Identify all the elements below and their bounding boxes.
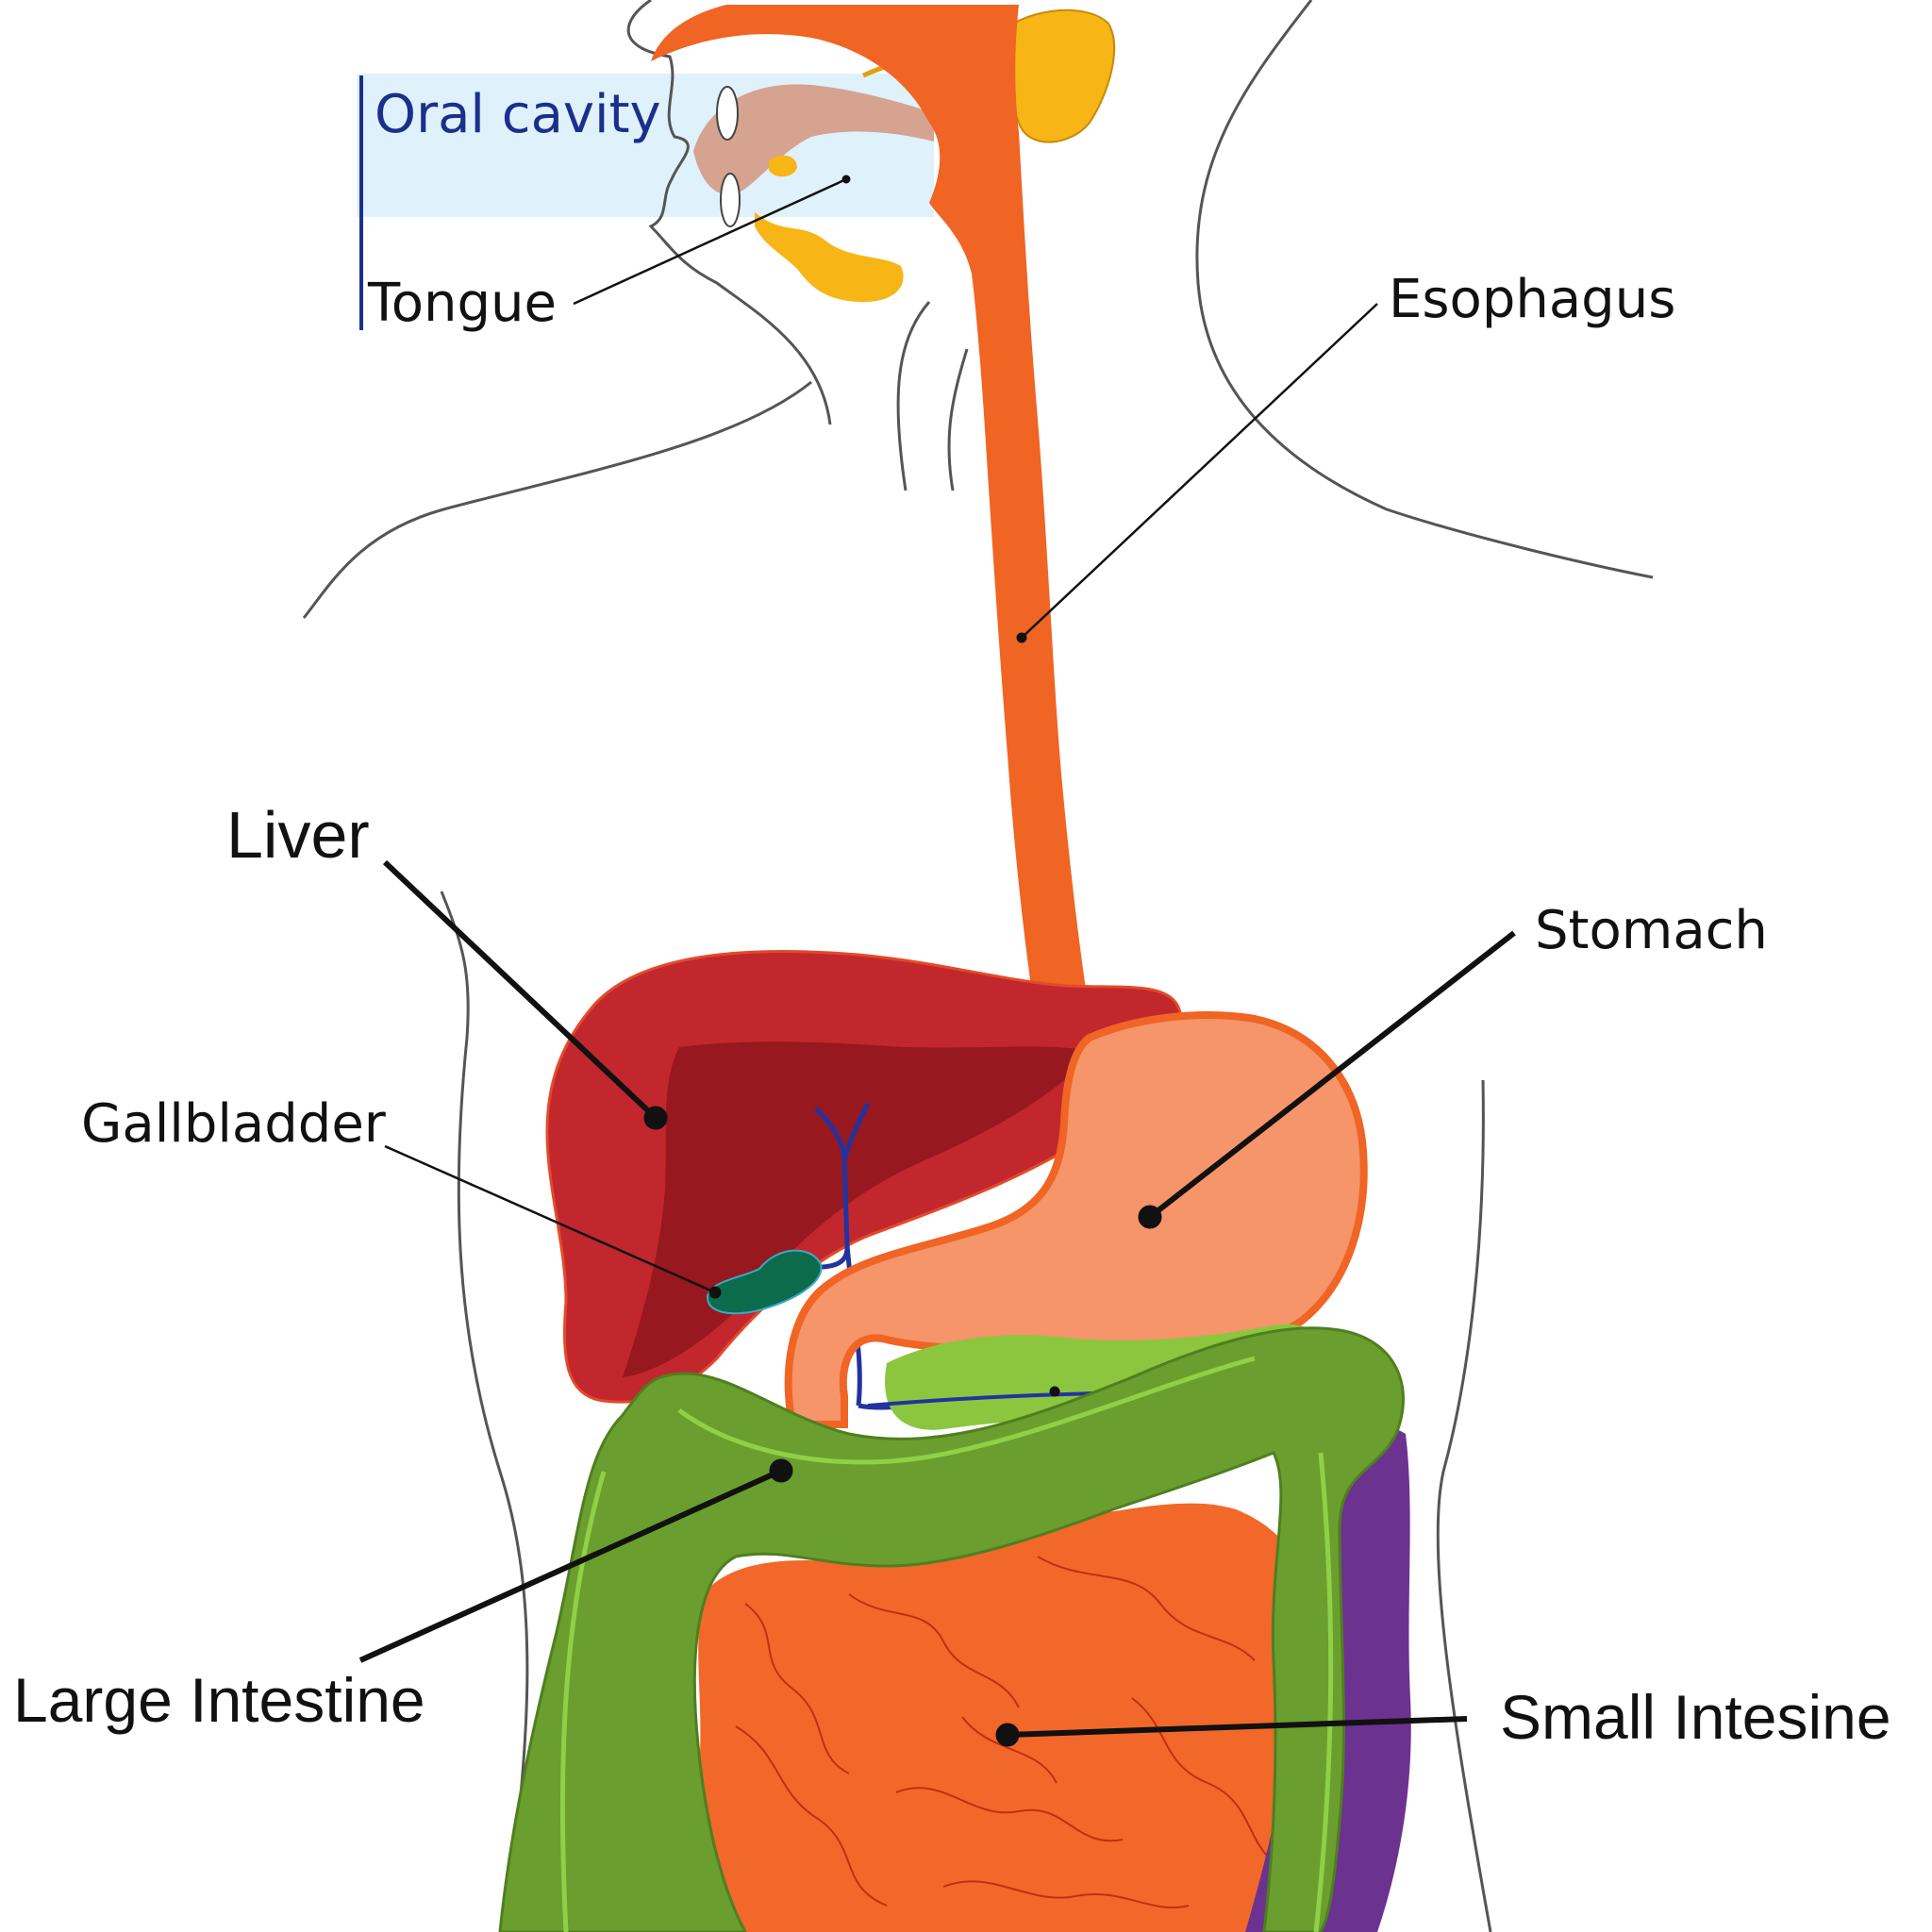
small-intestine-leader — [1007, 1716, 1468, 1738]
tongue-point — [841, 175, 851, 184]
esophagus-leader — [1021, 303, 1378, 639]
tongue-leader — [573, 177, 847, 306]
tongue-label: Tongue — [367, 273, 557, 334]
sublingual-gland — [769, 155, 797, 177]
liver-leader — [382, 859, 658, 1121]
stomach-label: Stomach — [1535, 900, 1768, 961]
small-intestine-shape — [698, 1503, 1319, 1932]
large-intestine-taenia — [559, 1356, 1334, 1932]
leader-lines — [358, 175, 1516, 1747]
stomach-leader — [1148, 930, 1516, 1220]
gallbladder-point — [708, 1286, 722, 1299]
esophagus-shape — [651, 5, 1113, 1090]
upper-tooth — [716, 86, 739, 141]
stomach-point — [1138, 1205, 1162, 1229]
pancreas-point — [1049, 1386, 1060, 1397]
submandibular-gland — [755, 212, 904, 303]
gallbladder-label: Gallbladder — [81, 1093, 387, 1155]
large-intestine-leader — [358, 1468, 783, 1663]
gallbladder-leader — [384, 1144, 716, 1294]
small-intestine-label: Small Intesine — [1500, 1682, 1891, 1752]
liver-label: Liver — [226, 798, 370, 872]
esophagus-label: Esophagus — [1389, 269, 1675, 330]
liver-point — [643, 1106, 668, 1130]
mouth-palate — [693, 84, 934, 195]
body-outline — [302, 0, 1654, 1932]
lower-tooth — [720, 173, 741, 227]
stomach-shape — [784, 1011, 1368, 1428]
small-intestine-point — [995, 1723, 1020, 1747]
oral-cavity-label: Oral cavity — [375, 84, 661, 145]
small-intestine-folds — [735, 1556, 1284, 1909]
esophagus-point — [1016, 632, 1027, 643]
large-intestine-point — [769, 1458, 793, 1483]
large-intestine-label: Large Intestine — [13, 1665, 425, 1735]
